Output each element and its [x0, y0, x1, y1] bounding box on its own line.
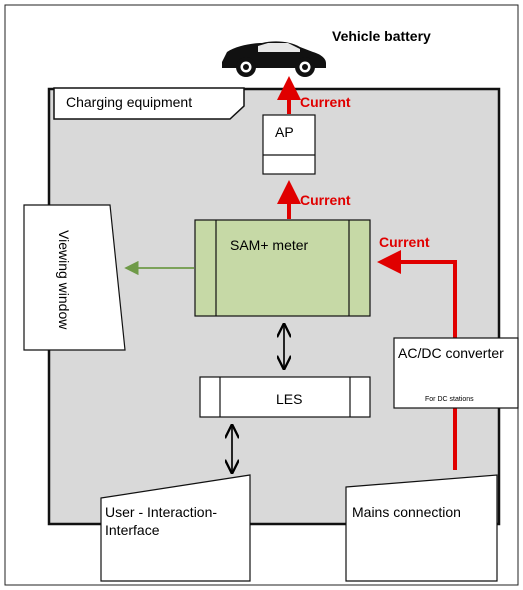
- acdc-converter-box: [393, 337, 519, 409]
- ap-label: AP: [275, 124, 294, 140]
- les-label: LES: [276, 391, 302, 407]
- sam-meter-box: [194, 219, 371, 317]
- viewing-window-box: [23, 204, 126, 351]
- sam-meter-label: SAM+ meter: [230, 237, 309, 253]
- current-label-top: Current: [300, 94, 351, 110]
- les-box: [199, 376, 371, 418]
- user-interface-label-line2: Interface: [105, 522, 160, 538]
- acdc-converter-note: For DC stations: [425, 396, 474, 403]
- charging-equipment-tab: [53, 87, 245, 120]
- user-interface-label-line1: User - Interaction-: [105, 504, 217, 520]
- current-label-middle: Current: [300, 192, 351, 208]
- ap-box: [262, 114, 316, 175]
- user-interface-box: [100, 474, 251, 582]
- vehicle-battery-label: Vehicle battery: [332, 28, 431, 44]
- charging-equipment-label: Charging equipment: [66, 94, 192, 110]
- car-icon: [222, 41, 326, 77]
- viewing-window-label: Viewing window: [56, 230, 72, 330]
- mains-connection-box: [345, 474, 498, 582]
- acdc-converter-label: AC/DC converter: [398, 345, 504, 361]
- current-label-right: Current: [379, 234, 430, 250]
- mains-connection-label: Mains connection: [352, 504, 461, 520]
